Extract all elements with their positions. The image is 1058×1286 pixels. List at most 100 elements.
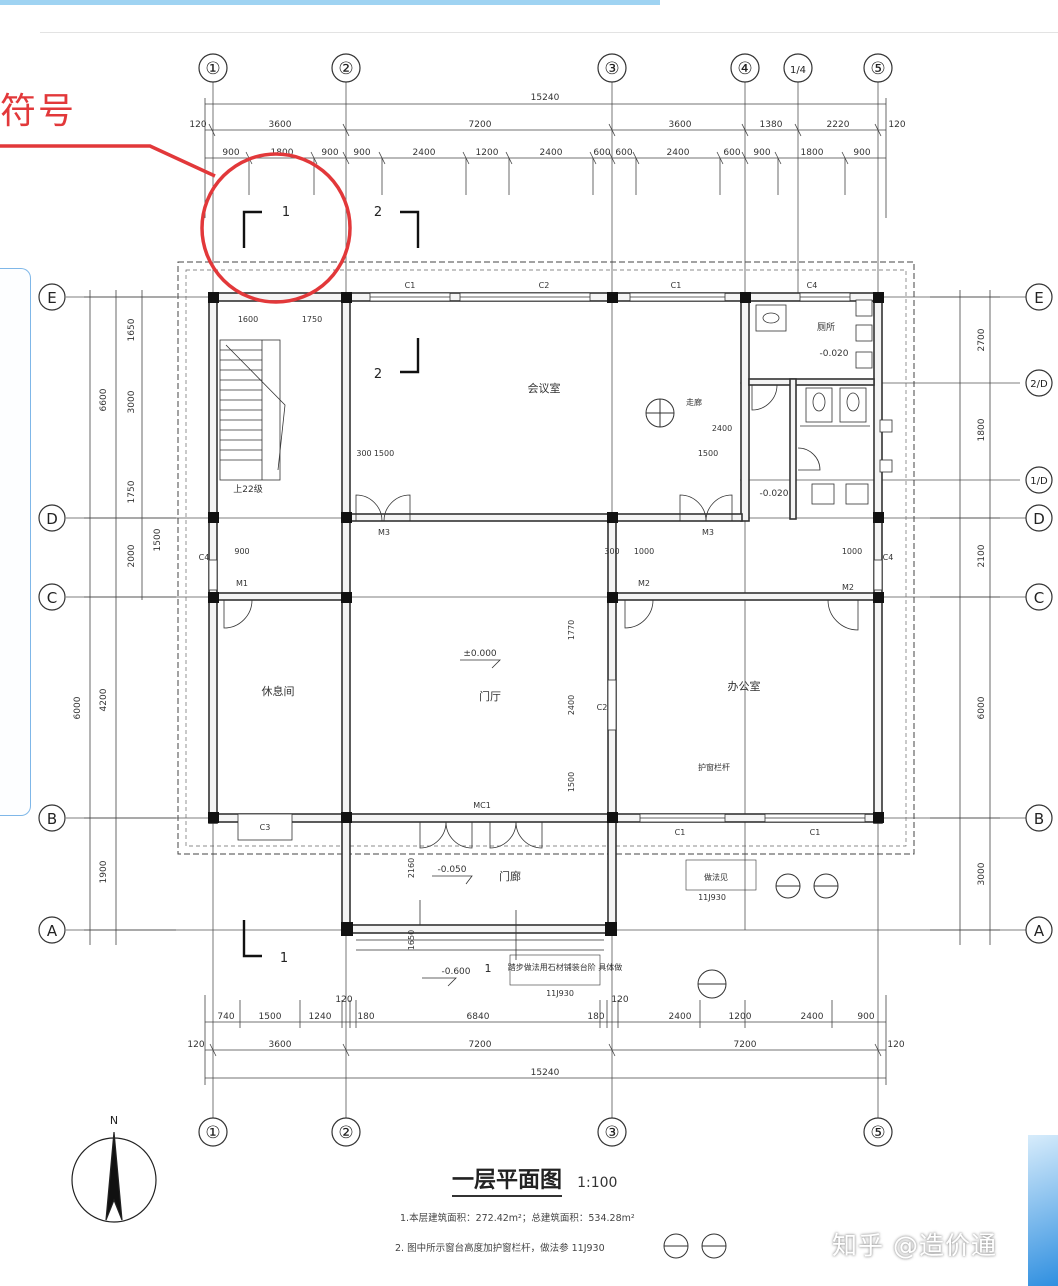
dim-bot-r1-e: 180	[357, 1012, 374, 1022]
elev-outside: -0.600	[441, 967, 470, 977]
axis-right-D: D	[1033, 510, 1045, 528]
dim-bot-r1-j: 1200	[729, 1012, 752, 1022]
dim-misc-j: 1000	[842, 547, 862, 556]
dim-top-r2-i: 600	[615, 148, 632, 158]
walls	[208, 292, 883, 935]
dim-misc-o: 1650	[407, 930, 416, 950]
dim-left-inner-c: 1750	[127, 480, 137, 503]
dim-top-r2-f: 1200	[476, 148, 499, 158]
dim-top-r1-b: 3600	[269, 120, 292, 130]
room-lobby: 门厅	[479, 689, 501, 703]
dim-top-r2-h: 600	[593, 148, 610, 158]
doors	[223, 384, 859, 849]
dim-bot-r2-e: 120	[887, 1040, 904, 1050]
dimension-lines-top	[204, 98, 887, 218]
dim-misc-k: 1770	[567, 620, 576, 640]
label-ramp-note: 做法见	[704, 872, 728, 882]
corner-tab	[1028, 1135, 1058, 1286]
dim-misc-l: 2400	[567, 695, 576, 715]
dim-left-outer-b: 4200	[99, 688, 109, 711]
drawing-title-main: 一层平面图	[452, 1167, 563, 1197]
dim-top-r2-c: 900	[321, 148, 338, 158]
dim-top-r2-d: 900	[353, 148, 370, 158]
label-m3-b: M3	[702, 528, 714, 537]
dim-left-outer-c: 1900	[99, 860, 109, 883]
dim-bot-r2-b: 3600	[269, 1040, 292, 1050]
dim-top-total: 15240	[531, 93, 560, 103]
axis-left-B: B	[47, 810, 57, 828]
section-mark-1-top: 1	[282, 205, 290, 220]
dim-bot-r1-b: 1500	[259, 1012, 282, 1022]
room-meeting: 会议室	[528, 381, 561, 395]
columns	[208, 292, 884, 936]
dimension-lines-sides	[84, 290, 1000, 945]
axis-right-2D: 2/D	[1030, 379, 1048, 390]
section-marks	[242, 210, 420, 958]
dim-top-r1-a: 120	[189, 120, 206, 130]
axis-bottom-1: ①	[205, 1123, 220, 1143]
dim-top-r1-e: 1380	[760, 120, 783, 130]
note-rail: 2. 图中所示窗台高度加护窗栏杆，做法参 11J930	[395, 1243, 605, 1254]
dim-misc-f: 2400	[712, 424, 732, 433]
dim-misc-b: 1750	[302, 315, 322, 324]
label-c3-bottom: C3	[260, 823, 271, 832]
label-m1: M1	[236, 579, 248, 588]
windows	[208, 292, 883, 841]
symbol-annotation-label: 符号	[0, 91, 77, 132]
label-m2-a: M2	[638, 579, 650, 588]
label-c1-bot-a: C1	[675, 828, 686, 837]
axis-left-A: A	[47, 922, 58, 940]
dim-bot-r2-d: 7200	[734, 1040, 757, 1050]
dim-misc-h: 1000	[634, 547, 654, 556]
toilet-fixtures	[755, 299, 893, 505]
dim-top-r2-k: 600	[723, 148, 740, 158]
dim-bot-r1-f: 6840	[467, 1012, 490, 1022]
label-step-note: 踏步做法用石材铺装台阶 具体做	[508, 962, 623, 972]
dim-left-inner-d: 2000	[127, 544, 137, 567]
dimension-lines-bottom	[204, 995, 887, 1085]
room-corridor: 走廊	[686, 397, 702, 407]
dim-left-inner-e: 1500	[153, 528, 163, 551]
axis-left-C: C	[47, 589, 57, 607]
axis-top-3: ③	[604, 59, 619, 79]
room-lounge: 休息间	[262, 684, 295, 698]
symbol-callout	[0, 144, 352, 304]
dim-misc-c: 1500	[374, 449, 394, 458]
dim-misc-g: 900	[234, 547, 249, 556]
axis-right-B: B	[1034, 810, 1044, 828]
dim-left-inner-a: 1650	[127, 318, 137, 341]
dim-bot-r1-k: 2400	[801, 1012, 824, 1022]
label-c1-top-a: C1	[405, 281, 416, 290]
axis-bottom-2: ②	[338, 1123, 353, 1143]
dim-top-r2-a: 900	[222, 148, 239, 158]
label-step-ref: 11J930	[546, 989, 574, 998]
dim-misc-a: 1600	[238, 315, 258, 324]
axis-top-4: ④	[737, 59, 752, 79]
dim-misc-d: 1500	[698, 449, 718, 458]
dim-bot-r1-c: 1240	[309, 1012, 332, 1022]
dim-right-c: 2100	[977, 544, 987, 567]
axis-top-5: ⑤	[870, 59, 885, 79]
elev-toilet2: -0.020	[759, 489, 788, 499]
note-area: 1.本层建筑面积：272.42m²；总建筑面积：534.28m²	[400, 1213, 635, 1224]
dim-misc-e: 300	[604, 547, 619, 556]
axis-bubbles-top	[198, 53, 893, 83]
elev-lobby: ±0.000	[463, 649, 497, 659]
room-toilet: 厕所	[817, 322, 835, 333]
axis-top-1-4: 1/4	[790, 65, 806, 76]
dim-left-inner-f: 6000	[73, 696, 83, 719]
dim-right-e: 3000	[977, 862, 987, 885]
stair-up-label: 上22级	[233, 483, 262, 495]
top-accent-bar	[0, 0, 660, 5]
dim-right-b: 1800	[977, 418, 987, 441]
label-c2-top: C2	[539, 281, 550, 290]
dim-misc-i: 300	[356, 449, 371, 458]
eaves-outline	[177, 261, 915, 855]
axis-bubbles-left	[38, 283, 66, 944]
axis-left-D: D	[46, 510, 58, 528]
north-arrow	[71, 1131, 157, 1223]
dim-bot-r2-c: 7200	[469, 1040, 492, 1050]
label-c1-bot-b: C1	[810, 828, 821, 837]
axis-bubbles-bottom	[198, 1117, 893, 1147]
